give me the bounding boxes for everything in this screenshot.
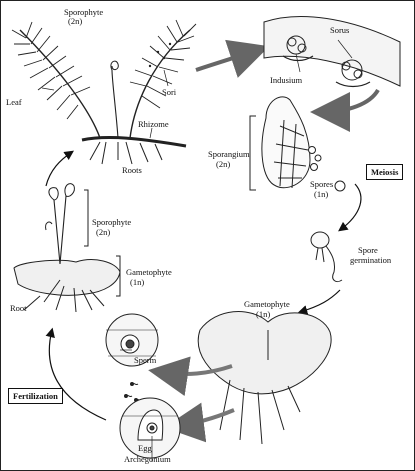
- label-egg: Egg: [138, 443, 152, 453]
- label-sporophyte-left-ploidy: (2n): [96, 227, 111, 237]
- sori-dots: [148, 42, 172, 68]
- label-sperm: Sperm: [134, 355, 157, 365]
- label-sporangium: Sporangium: [208, 149, 250, 159]
- germinating-spore: [310, 231, 343, 283]
- sorus-sporangia-right: [341, 59, 363, 81]
- arrow-meiosis: [338, 183, 362, 232]
- label-leaf: Leaf: [6, 97, 22, 107]
- mature-sporophyte: [11, 19, 197, 165]
- label-indusium: Indusium: [270, 75, 303, 85]
- label-gametophyte-right: Gametophyte: [244, 299, 290, 309]
- label-gametophyte-left: Gametophyte: [126, 267, 172, 277]
- arrow-to-archegonium: [164, 402, 235, 443]
- sporangium-bracket: [249, 115, 256, 191]
- arrow-to-mature-sporophyte: [45, 150, 74, 187]
- arrow-sorus-to-sporangium: [310, 88, 380, 132]
- label-sporophyte-top: Sporophyte: [64, 7, 104, 17]
- left-frond-pinnae: [11, 21, 91, 120]
- label-meiosis: Meiosis: [366, 164, 404, 180]
- label-gametophyte-left-ploidy: (1n): [130, 277, 145, 287]
- label-spore-germination-2: germination: [350, 255, 392, 265]
- arrow-sori-to-sorus: [195, 39, 270, 78]
- arrow-to-antheridium: [148, 356, 233, 397]
- leader-lines: [41, 39, 353, 462]
- label-archegonium: Archegonium: [124, 454, 171, 464]
- left-brackets: [23, 189, 121, 311]
- released-spores: [308, 146, 346, 192]
- label-sporophyte-left: Sporophyte: [92, 217, 132, 227]
- gametophyte-prothallus: [197, 311, 332, 445]
- label-root: Root: [10, 303, 27, 313]
- label-rhizome: Rhizome: [138, 119, 169, 129]
- sporangium: [261, 96, 311, 189]
- label-spores: Spores: [310, 179, 334, 189]
- label-spores-ploidy: (1n): [314, 189, 329, 199]
- label-sporangium-ploidy: (2n): [216, 159, 231, 169]
- label-roots: Roots: [122, 165, 142, 175]
- label-gametophyte-right-ploidy: (1n): [256, 309, 271, 319]
- antheridium-detail: [105, 313, 159, 367]
- label-spore-germination-1: Spore: [358, 245, 378, 255]
- young-sporophyte-on-gametophyte: [13, 183, 121, 313]
- label-sporophyte-top-ploidy: (2n): [68, 16, 83, 26]
- arrow-fertilization: [45, 327, 107, 421]
- label-fertilization: Fertilization: [8, 388, 63, 404]
- archegonium-detail: [119, 397, 181, 459]
- label-sorus: Sorus: [330, 25, 350, 35]
- label-sori: Sori: [162, 87, 177, 97]
- arrow-germination-to-gametophyte: [297, 289, 341, 315]
